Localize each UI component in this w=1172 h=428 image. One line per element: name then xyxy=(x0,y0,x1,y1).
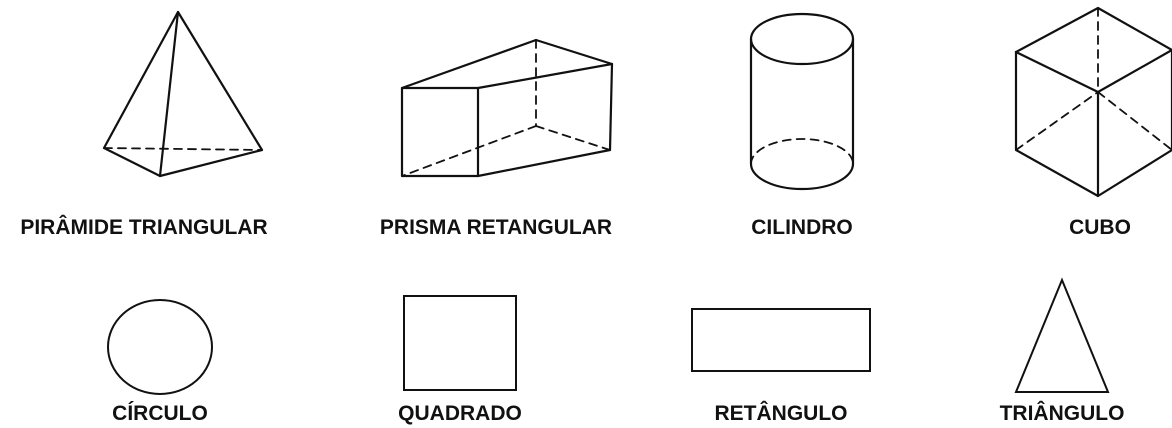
label-quadrado: QUADRADO xyxy=(398,402,522,425)
label-cilindro: CILINDRO xyxy=(751,216,853,239)
circle-shape xyxy=(107,299,213,395)
label-circulo: CÍRCULO xyxy=(112,402,208,425)
cylinder-shape xyxy=(749,12,855,191)
label-retangulo: RETÂNGULO xyxy=(715,401,848,425)
square-shape xyxy=(403,295,517,391)
rectangle-shape xyxy=(691,308,871,372)
label-piramide-triangular: PIRÂMIDE TRIANGULAR xyxy=(20,215,267,239)
label-prisma-retangular: PRISMA RETANGULAR xyxy=(380,216,612,239)
rectangular-prism-shape xyxy=(400,38,614,178)
triangular-pyramid-shape xyxy=(102,10,264,178)
label-triangulo: TRIÂNGULO xyxy=(1000,401,1125,425)
triangle-shape xyxy=(1014,277,1110,393)
label-cubo: CUBO xyxy=(1069,216,1131,239)
cube-shape xyxy=(1014,6,1172,198)
